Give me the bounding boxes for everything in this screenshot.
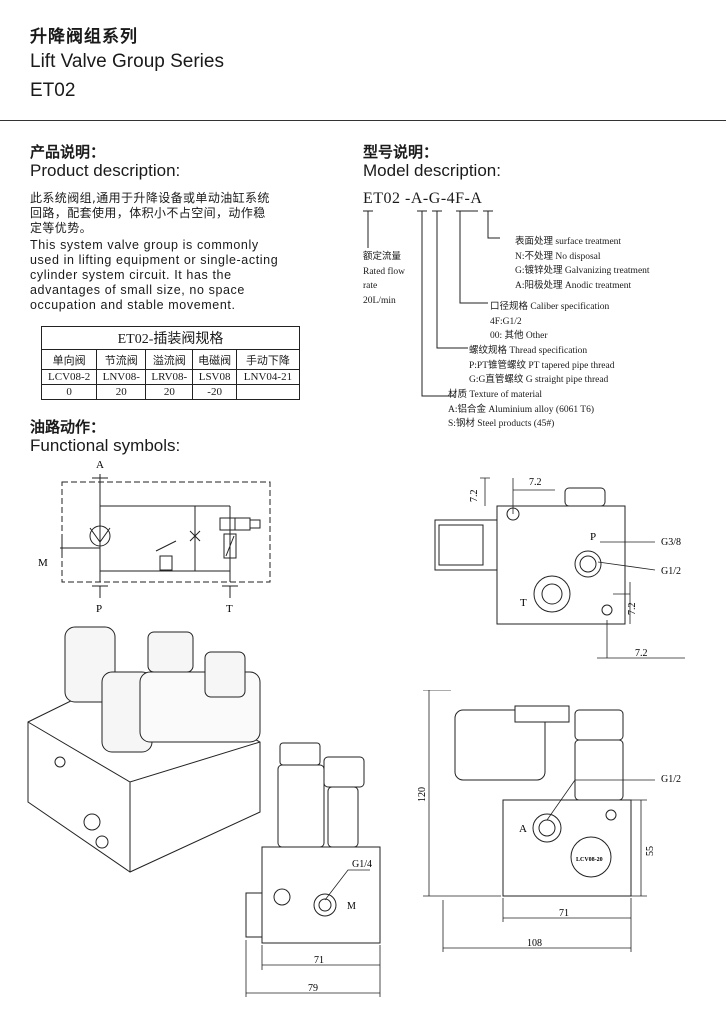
- rated-flow-line: Rated flow: [363, 266, 405, 277]
- rated-flow-line: rate: [363, 281, 378, 291]
- spec-header: 电磁阀: [192, 349, 237, 370]
- rated-flow-block: 额定流量 Rated flow rate 20L/min: [363, 250, 405, 308]
- model-heading-cn: 型号说明：: [363, 143, 439, 161]
- dim-71: 71: [559, 908, 569, 919]
- spec-cell: 20: [96, 384, 147, 400]
- dim-120: 120: [417, 787, 428, 802]
- material-line: 材质 Texture of material: [448, 390, 543, 400]
- title-cn: 升降阀组系列: [30, 27, 138, 47]
- port-a-label: A: [519, 823, 527, 835]
- spec-header: 手动下降: [235, 349, 301, 370]
- port-t-label: T: [520, 597, 527, 609]
- spec-header: 节流阀: [96, 349, 147, 370]
- spec-cell: LRV08-: [145, 369, 194, 385]
- spec-table-caption: ET02-插装阀规格: [41, 326, 300, 350]
- top-view-drawing: 7.2 7.2 7.2 7.2 P T G3/8 G1/2: [434, 477, 685, 659]
- port-t-label: T: [226, 603, 233, 614]
- dim-d: 7.2: [635, 648, 648, 659]
- header-divider: [0, 120, 726, 121]
- desc-cn-line: 此系统阀组,通用于升降设备或单动油缸系统: [30, 191, 270, 205]
- lcv-cartridge-circle: [570, 836, 612, 878]
- spec-header: 溢流阀: [145, 349, 194, 370]
- title-en: Lift Valve Group Series: [30, 51, 224, 72]
- model-title: ET02: [30, 80, 76, 101]
- knob: [147, 631, 194, 673]
- dim-71: 71: [314, 955, 324, 966]
- dim-a: 7.2: [469, 490, 480, 503]
- dim-b: 7.2: [529, 477, 542, 488]
- desc-en-line: advantages of small size, no space: [30, 283, 245, 297]
- spec-cell: -20: [192, 384, 237, 400]
- functional-heading-en: Functional symbols:: [30, 436, 181, 455]
- valve-block-illustration: [27, 626, 261, 873]
- desc-en-line: cylinder system circuit. It has the: [30, 268, 232, 282]
- caliber-line: 00: 其他 Other: [490, 331, 548, 341]
- model-code: ET02 -A-G-4F-A: [363, 190, 483, 207]
- g12-label: G1/2: [661, 566, 681, 577]
- surface-line: G:镀锌处理 Galvanizing treatment: [515, 266, 650, 276]
- check-valve-symbol: [89, 525, 111, 547]
- spec-table: ET02-插装阀规格 单向阀 节流阀 溢流阀 电磁阀 手动下降 LCV08-2 …: [40, 326, 301, 400]
- dim-79: 79: [308, 983, 318, 994]
- schematic-boundary: [61, 481, 271, 583]
- spec-cell: LCV08-2: [40, 369, 98, 385]
- spec-cell: LNV08-: [96, 369, 147, 385]
- product-desc-cn: 此系统阀组,通用于升降设备或单动油缸系统 回路，配套使用，体积小不占空间，动作稳…: [30, 191, 320, 236]
- g14-label: G1/4: [352, 859, 372, 870]
- spec-cell: 20: [145, 384, 194, 400]
- spec-cell: 0: [40, 384, 98, 400]
- solenoid-nut: [204, 651, 246, 698]
- desc-cn-line: 定等优势。: [30, 221, 93, 235]
- dim-c: 7.2: [627, 603, 638, 616]
- desc-en-line: used in lifting equipment or single-acti…: [30, 253, 279, 267]
- port-p-label: P: [96, 603, 102, 614]
- rated-flow-line: 额定流量: [363, 252, 402, 262]
- model-heading-en: Model description:: [363, 161, 501, 180]
- functional-heading-cn: 油路动作：: [30, 418, 106, 436]
- model-callout-lines: [363, 210, 500, 397]
- thread-line: 螺纹规格 Thread specification: [469, 346, 588, 356]
- hydraulic-schematic: A M P T: [38, 459, 271, 614]
- dim-55: 55: [645, 846, 656, 856]
- caliber-line: 口径规格 Caliber specification: [490, 302, 610, 312]
- surface-line: N:不处理 No disposal: [515, 251, 601, 262]
- material-block: 材质 Texture of material A:铝合金 Aluminium a…: [448, 388, 594, 432]
- spec-cell: [235, 384, 301, 400]
- port-m-label: M: [38, 557, 48, 569]
- desc-cn-line: 回路，配套使用，体积小不占空间，动作稳: [30, 206, 266, 220]
- surface-line: 表面处理 surface treatment: [515, 237, 622, 247]
- side-view-drawing: G1/4 M 71 79: [245, 742, 381, 997]
- thread-block: 螺纹规格 Thread specification P:PT锥管螺纹 PT ta…: [469, 344, 614, 388]
- spec-header: 单向阀: [40, 349, 98, 370]
- product-desc-en: This system valve group is commonly used…: [30, 238, 320, 313]
- spec-cell: LNV04-21: [235, 369, 301, 385]
- desc-en-line: This system valve group is commonly: [30, 238, 259, 252]
- lcv-label: LCV08-20: [576, 857, 603, 863]
- rated-flow-line: 20L/min: [363, 295, 396, 306]
- g12-label: G1/2: [661, 774, 681, 785]
- desc-en-line: occupation and stable movement.: [30, 298, 236, 312]
- port-a-label: A: [96, 459, 104, 471]
- dim-108: 108: [527, 938, 542, 949]
- relief-valve-symbol: [159, 555, 173, 571]
- thread-line: G:G直管螺纹 G straight pipe thread: [469, 375, 609, 385]
- product-heading-en: Product description:: [30, 161, 181, 180]
- material-line: A:铝合金 Aluminium alloy (6061 T6): [448, 404, 595, 415]
- surface-block: 表面处理 surface treatment N:不处理 No disposal…: [515, 235, 650, 293]
- spec-cell: LSV08: [192, 369, 237, 385]
- port-p-label: P: [590, 531, 596, 543]
- front-view-drawing: 120 55 71 108 G1/2 A LCV08-20: [417, 690, 681, 952]
- caliber-line: 4F:G1/2: [490, 316, 522, 327]
- product-heading-cn: 产品说明：: [30, 143, 106, 161]
- port-m-label: M: [347, 901, 356, 912]
- material-line: S:钢材 Steel products (45#): [448, 419, 555, 429]
- thread-line: P:PT锥管螺纹 PT tapered pipe thread: [469, 360, 615, 371]
- g38-label: G3/8: [661, 537, 681, 548]
- caliber-block: 口径规格 Caliber specification 4F:G1/2 00: 其…: [490, 300, 609, 344]
- surface-line: A:阳极处理 Anodic treatment: [515, 280, 632, 291]
